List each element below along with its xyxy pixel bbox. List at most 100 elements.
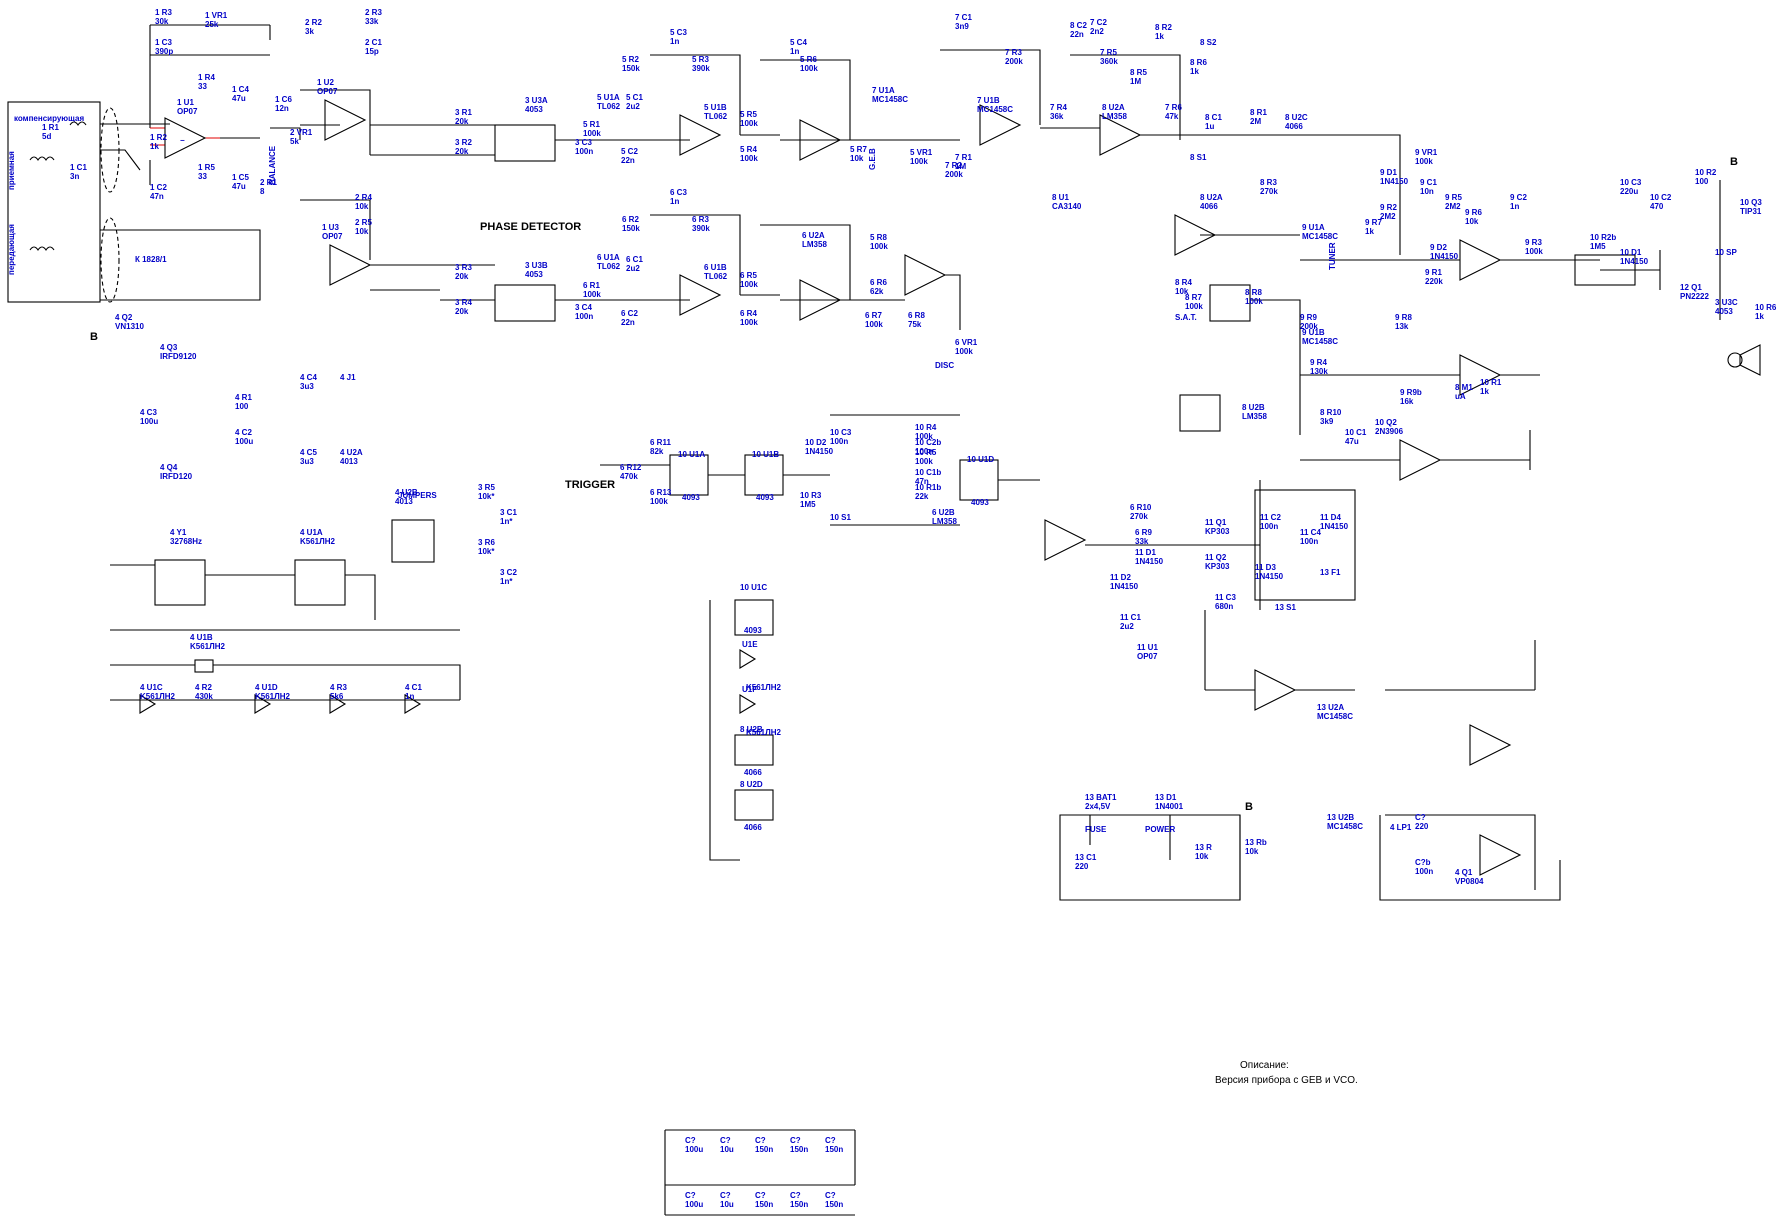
part-ref: 6 R8 [908,311,925,320]
opamp-part: LM358 [1102,112,1127,121]
part-ref: C?b [1415,858,1431,867]
part-ref: 8 U2A [1200,193,1223,202]
part-ref: 8 R6 [1190,58,1207,67]
supply-b-left: B [90,331,98,343]
part-value: 32768Hz [170,537,202,546]
part-ref: 2 R1 [260,178,277,187]
part-ref: 13 R [1195,843,1212,852]
part-ref: 4 C4 [300,373,317,382]
part-ref: 9 R2 [1380,203,1397,212]
fuse-label: FUSE [1085,825,1107,834]
part-value: 200k [1005,57,1023,66]
part-value: 1k [150,142,159,151]
spare-gates [709,599,774,861]
part-value: 30k [155,17,169,26]
part-ref: 10 R1b [915,483,941,492]
opamp-ref: 9 U1A [1302,223,1325,232]
part-ref: 1 VR1 [205,11,228,20]
part-value: 100k [865,320,883,329]
part-ref: 8 R8 [1245,288,1262,297]
part-ref: 4 U1D [255,683,278,692]
part-value: 20k [455,117,469,126]
part-ref: 4 U1A [300,528,323,537]
part-value: 100u [235,437,253,446]
part-ref: 1 R5 [198,163,215,172]
part-ref: 1 R2 [150,133,167,142]
timebase-section: JUMPERS [110,491,461,714]
part-ref: 3 R2 [455,138,472,147]
part-ref: 8 R4 [1175,278,1192,287]
part-value: TIP31 [1740,207,1762,216]
part-value: 100n [915,447,933,456]
part-value: 12n [275,104,289,113]
part-ref: 10 R5 [915,448,937,457]
part-value: 4066 [1285,122,1303,131]
part-ref: 3 C3 [575,138,592,147]
part-value: 390p [155,47,173,56]
part-value: 360k [1100,57,1118,66]
part-ref: 5 R7 [850,145,867,154]
description-text: Версия прибора с GEB и VCO. [1215,1074,1358,1086]
logic-part: 4066 [744,823,762,832]
opamp-part: TL062 [597,102,621,111]
part-ref: 3 R4 [455,298,472,307]
part-value: 470 [1650,202,1664,211]
decoupling-value: 100u [685,1200,703,1209]
part-value: 22n [621,156,635,165]
part-value: 47u [232,94,246,103]
opamp-ref: 6 U1B [704,263,727,272]
coil-label-rx: приемная [7,151,16,190]
part-ref: 10 Q2 [1375,418,1397,427]
part-ref: 13 S1 [1275,603,1296,612]
part-ref: 8 R10 [1320,408,1342,417]
part-ref: 10 C1 [1345,428,1367,437]
opamp-part: OP07 [322,232,343,241]
part-value: 20k [455,147,469,156]
decoupling-ref: C? [825,1136,836,1145]
part-ref: 7 R6 [1165,103,1182,112]
part-value: 22n [621,318,635,327]
opamp-ref: 5 U1B [704,103,727,112]
part-value: 1u [1205,122,1214,131]
part-ref: 3 C1 [500,508,517,517]
part-ref: 9 R9 [1300,313,1317,322]
part-value: 2u2 [1120,622,1134,631]
part-ref: 10 C1b [915,468,941,477]
part-value: 4013 [395,497,413,506]
part-ref: 4 U1B [190,633,213,642]
part-value: 5k6 [330,692,344,701]
part-value: 13k [1395,322,1409,331]
logic-part: 4093 [744,626,762,635]
part-ref: 4 C2 [235,428,252,437]
part-value: 8 [260,187,265,196]
part-value: IRFD9120 [160,352,197,361]
part-value: 1k [1155,32,1164,41]
opamp-part: OP07 [1137,652,1158,661]
decoupling-value: 150n [825,1200,843,1209]
logic-ref: 10 U1D [967,455,994,464]
part-value: VN1310 [115,322,144,331]
part-ref: 11 D2 [1110,573,1131,582]
part-value: 10k* [478,547,495,556]
part-ref: 9 R8 [1395,313,1412,322]
part-ref: 5 R6 [800,55,817,64]
opamp-part: MC1458C [977,105,1013,114]
part-ref: 11 Q1 [1205,518,1227,527]
part-ref: 9 R6 [1465,208,1482,217]
part-value: uA [1455,392,1466,401]
part-value: 3n [70,172,79,181]
part-value: 100k [740,318,758,327]
part-value: 10k [850,154,864,163]
part-ref: 13 C1 [1075,853,1097,862]
part-ref: 5 R8 [870,233,887,242]
part-ref: 10 Q3 [1740,198,1762,207]
part-value: 1N4150 [1620,257,1649,266]
logic-ref: U1E [742,640,758,649]
part-value: 4066 [1200,202,1218,211]
opamp-ref: 13 U2B [1327,813,1354,822]
part-value: 1n [1510,202,1519,211]
part-ref: 11 D1 [1135,548,1156,557]
part-ref: 6 R11 [650,438,671,447]
logic-ref: 10 U1B [752,450,779,459]
